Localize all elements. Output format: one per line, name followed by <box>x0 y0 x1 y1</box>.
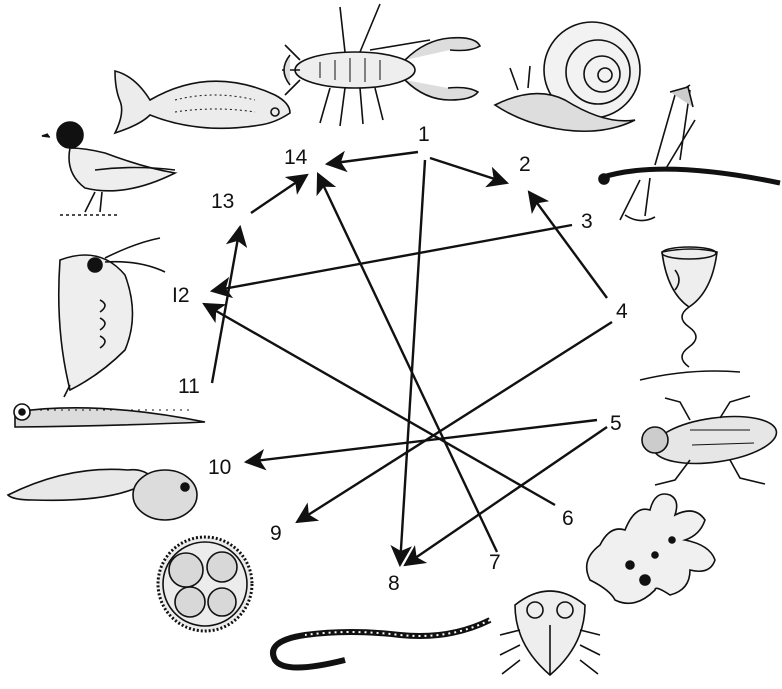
worm-icon <box>273 620 490 668</box>
node-label-8: 8 <box>388 572 400 595</box>
tadpole-icon <box>8 469 197 520</box>
mosquito-larva-icon <box>599 85 780 221</box>
nauplius-icon <box>500 591 600 675</box>
arrow-1-to-8 <box>400 160 425 565</box>
node-label-5: 5 <box>610 412 622 435</box>
node-label-10: 10 <box>208 456 231 479</box>
arrow-11-to-13 <box>212 227 240 383</box>
node-label-4: 4 <box>616 300 628 323</box>
arrow-5-to-10 <box>246 420 597 462</box>
node-label-3: 3 <box>581 210 593 233</box>
node-label-9: 9 <box>270 522 282 545</box>
node-label-11: 11 <box>178 375 200 398</box>
node-label-7: 7 <box>489 551 501 574</box>
snail-icon <box>495 22 640 131</box>
node-label-13: 13 <box>211 190 234 213</box>
node-label-12: I2 <box>172 284 190 307</box>
vorticella-icon <box>640 247 740 380</box>
fish-icon <box>115 71 290 133</box>
arrow-4-to-9 <box>297 322 612 522</box>
arrow-13-to-14 <box>251 175 307 213</box>
volvox-icon <box>158 537 252 631</box>
arrow-4-to-2 <box>529 192 607 298</box>
arrow-7-to-14 <box>318 174 497 552</box>
arrow-6-to-12 <box>204 304 555 505</box>
water-beetle-icon <box>642 396 779 485</box>
leech-icon <box>14 404 205 427</box>
node-label-6: 6 <box>562 507 574 530</box>
arrow-1-to-2 <box>430 158 507 183</box>
amoeba-icon <box>587 494 715 603</box>
node-label-1: 1 <box>418 123 430 146</box>
crayfish-icon <box>282 4 480 126</box>
node-label-2: 2 <box>519 153 531 176</box>
daphnia-icon <box>59 238 165 397</box>
arrow-1-to-14 <box>327 152 418 164</box>
arrow-3-to-12 <box>212 225 572 291</box>
node-label-14: 14 <box>284 146 308 169</box>
arrow-5-to-8 <box>405 427 607 565</box>
gull-icon <box>42 122 175 215</box>
